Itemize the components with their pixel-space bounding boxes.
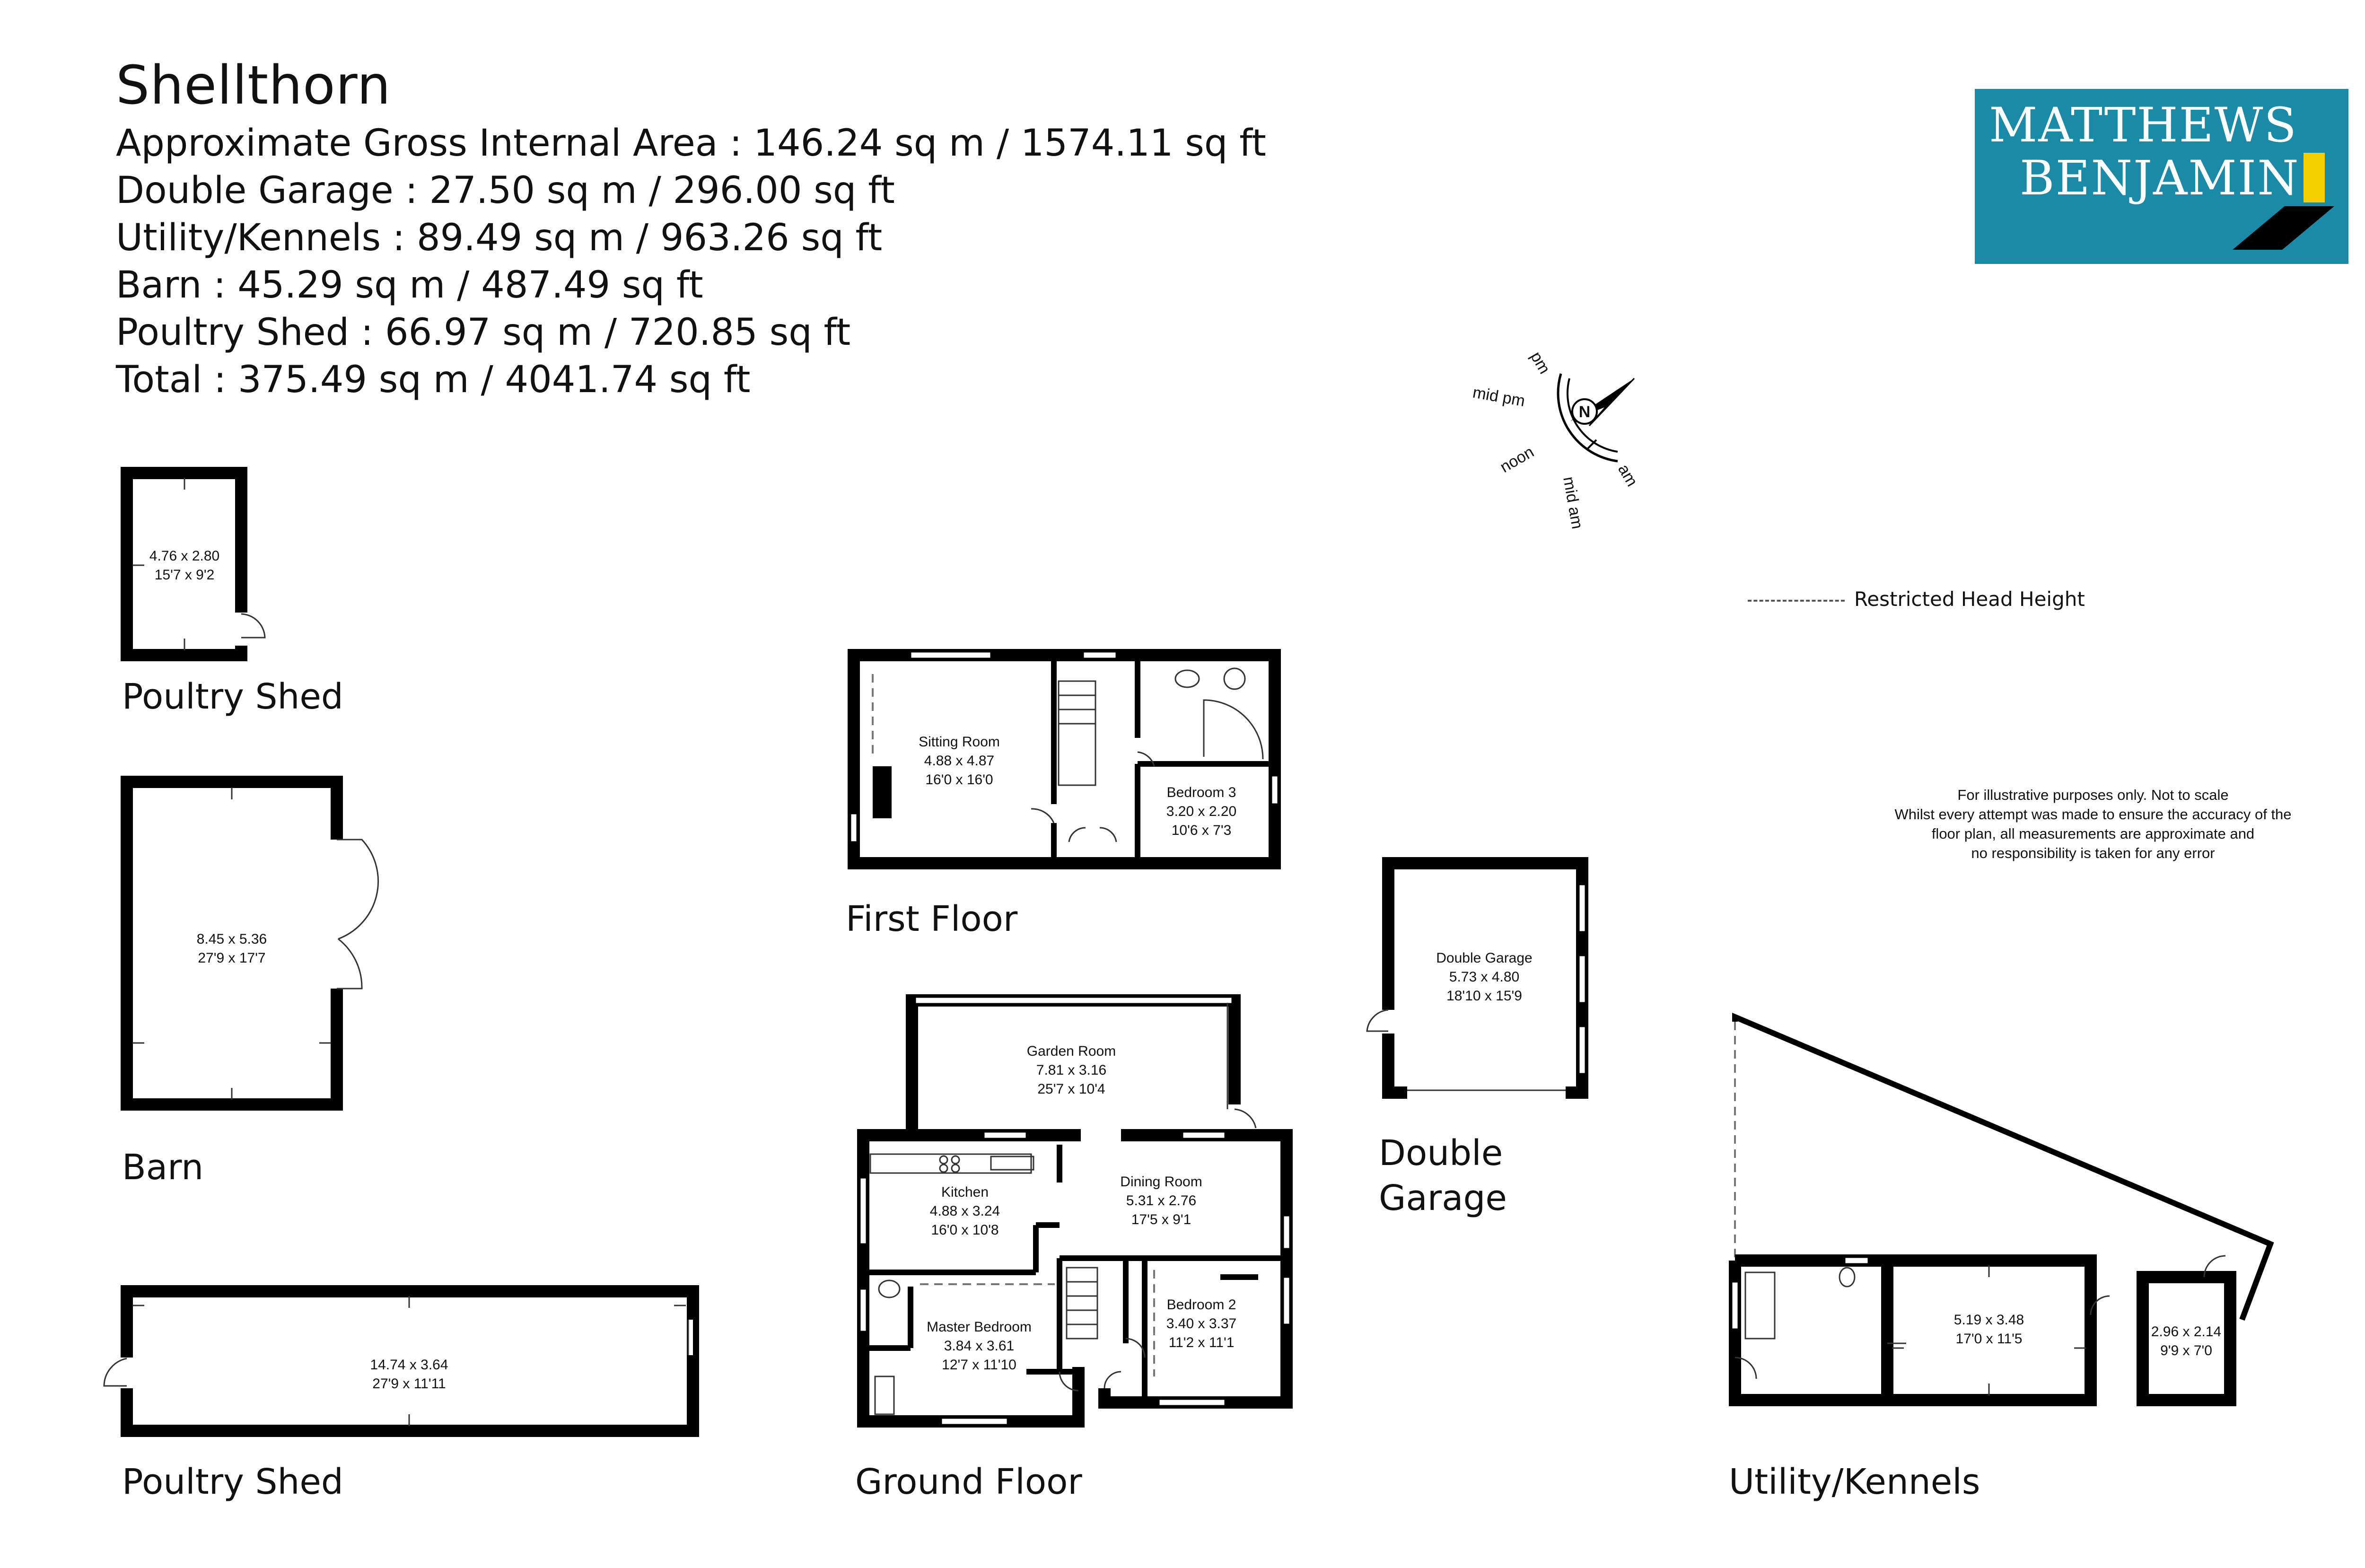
area-poultry-shed: Poultry Shed : 66.97 sq m / 720.85 sq ft [116, 311, 851, 354]
garden-room-metric: 7.81 x 3.16 [1036, 1062, 1106, 1078]
poultry-large-metric: 14.74 x 3.64 [370, 1357, 448, 1373]
master-bedroom-metric: 3.84 x 3.61 [944, 1338, 1014, 1354]
compass-mid-am: mid am [1559, 475, 1586, 530]
garden-room-name: Garden Room [1027, 1043, 1116, 1059]
kitchen-name: Kitchen [941, 1184, 989, 1200]
sitting-room-name: Sitting Room [919, 734, 1000, 750]
utility-main-imperial: 17'0 x 11'5 [1955, 1331, 2022, 1347]
master-bedroom-name: Master Bedroom [927, 1319, 1032, 1335]
dashed-line-icon [1748, 599, 1845, 602]
compass-pm: pm [1527, 349, 1554, 377]
label-double: Double [1379, 1133, 1503, 1174]
master-bedroom-imperial: 12'7 x 11'10 [942, 1357, 1016, 1373]
compass: N pm mid pm noon mid am am [1472, 349, 1641, 530]
bedroom3-metric: 3.20 x 2.20 [1166, 804, 1236, 819]
utility-main-metric: 5.19 x 3.48 [1954, 1312, 2024, 1328]
label-garage: Garage [1379, 1178, 1507, 1218]
area-double-garage: Double Garage : 27.50 sq m / 296.00 sq f… [116, 169, 895, 212]
utility-kennels-plan: 5.19 x 3.48 17'0 x 11'5 2.96 x 2.14 9'9 … [1729, 1012, 2274, 1406]
utility-small-imperial: 9'9 x 7'0 [2160, 1343, 2212, 1358]
disclaimer: For illustrative purposes only. Not to s… [1845, 785, 2341, 863]
compass-mid-pm: mid pm [1472, 383, 1526, 410]
disclaimer-line-1: For illustrative purposes only. Not to s… [1957, 787, 2229, 803]
disclaimer-line-3: floor plan, all measurements are approxi… [1931, 825, 2255, 842]
disclaimer-line-4: no responsibility is taken for any error [1971, 845, 2215, 861]
dining-room-metric: 5.31 x 2.76 [1126, 1193, 1196, 1209]
barn-imperial: 27'9 x 17'7 [198, 950, 265, 966]
label-poultry-shed-large: Poultry Shed [122, 1462, 343, 1502]
double-garage-plan: Double Garage 5.73 x 4.80 18'10 x 15'9 [1366, 857, 1588, 1099]
compass-north-icon [1571, 398, 1598, 425]
first-floor-plan: Sitting Room 4.88 x 4.87 16'0 x 16'0 Bed… [848, 649, 1281, 869]
poultry-small-imperial: 15'7 x 9'2 [155, 567, 215, 583]
compass-am: am [1614, 461, 1641, 490]
kitchen-imperial: 16'0 x 10'8 [931, 1222, 999, 1238]
legend-restricted-head-height: Restricted Head Height [1748, 587, 2085, 611]
bedroom2-metric: 3.40 x 3.37 [1166, 1316, 1236, 1331]
barn-metric: 8.45 x 5.36 [197, 931, 267, 947]
bedroom3-imperial: 10'6 x 7'3 [1172, 823, 1232, 838]
compass-north: N [1579, 403, 1591, 421]
label-utility-kennels: Utility/Kennels [1729, 1462, 1980, 1502]
garage-metric: 5.73 x 4.80 [1449, 969, 1519, 985]
poultry-small-metric: 4.76 x 2.80 [149, 548, 219, 564]
sitting-room-metric: 4.88 x 4.87 [924, 753, 994, 769]
disclaimer-line-2: Whilst every attempt was made to ensure … [1894, 806, 2292, 823]
kitchen-metric: 4.88 x 3.24 [930, 1203, 1000, 1219]
ground-floor-plan: Garden Room 7.81 x 3.16 25'7 x 10'4 Kitc… [857, 994, 1293, 1428]
logo-mark-icon [2233, 153, 2334, 250]
label-barn: Barn [122, 1147, 204, 1188]
compass-noon: noon [1497, 443, 1537, 476]
bedroom2-imperial: 11'2 x 11'1 [1169, 1335, 1235, 1350]
property-title: Shellthorn [116, 55, 391, 116]
dining-room-imperial: 17'5 x 9'1 [1131, 1212, 1191, 1227]
label-first-floor: First Floor [846, 899, 1018, 939]
poultry-shed-large-plan: 14.74 x 3.64 27'9 x 11'11 [103, 1285, 699, 1437]
logo-line-1: MATTHEWS [1989, 97, 2297, 153]
bedroom2-name: Bedroom 2 [1167, 1297, 1236, 1313]
garden-room-imperial: 25'7 x 10'4 [1037, 1081, 1105, 1097]
garage-imperial: 18'10 x 15'9 [1446, 988, 1522, 1004]
poultry-large-imperial: 27'9 x 11'11 [372, 1376, 446, 1392]
legend-label: Restricted Head Height [1854, 587, 2085, 611]
sitting-room-imperial: 16'0 x 16'0 [925, 772, 993, 788]
garage-name: Double Garage [1436, 950, 1532, 966]
poultry-shed-small-plan: 4.76 x 2.80 15'7 x 9'2 [121, 467, 266, 661]
logo-line-2: BENJAMIN [2020, 150, 2300, 206]
bedroom3-name: Bedroom 3 [1167, 785, 1236, 800]
area-total: Total : 375.49 sq m / 4041.74 sq ft [116, 359, 751, 402]
area-utility-kennels: Utility/Kennels : 89.49 sq m / 963.26 sq… [116, 217, 883, 260]
area-barn: Barn : 45.29 sq m / 487.49 sq ft [116, 264, 703, 307]
label-ground-floor: Ground Floor [855, 1462, 1082, 1502]
dining-room-name: Dining Room [1120, 1174, 1202, 1190]
label-poultry-shed-small: Poultry Shed [122, 676, 343, 717]
utility-small-metric: 2.96 x 2.14 [2151, 1324, 2221, 1340]
header: Shellthorn Approximate Gross Internal Ar… [116, 55, 1266, 403]
barn-plan: 8.45 x 5.36 27'9 x 17'7 [121, 776, 379, 1111]
area-gross-internal: Approximate Gross Internal Area : 146.24… [116, 122, 1266, 165]
agent-logo: MATTHEWS BENJAMIN [1975, 89, 2348, 264]
